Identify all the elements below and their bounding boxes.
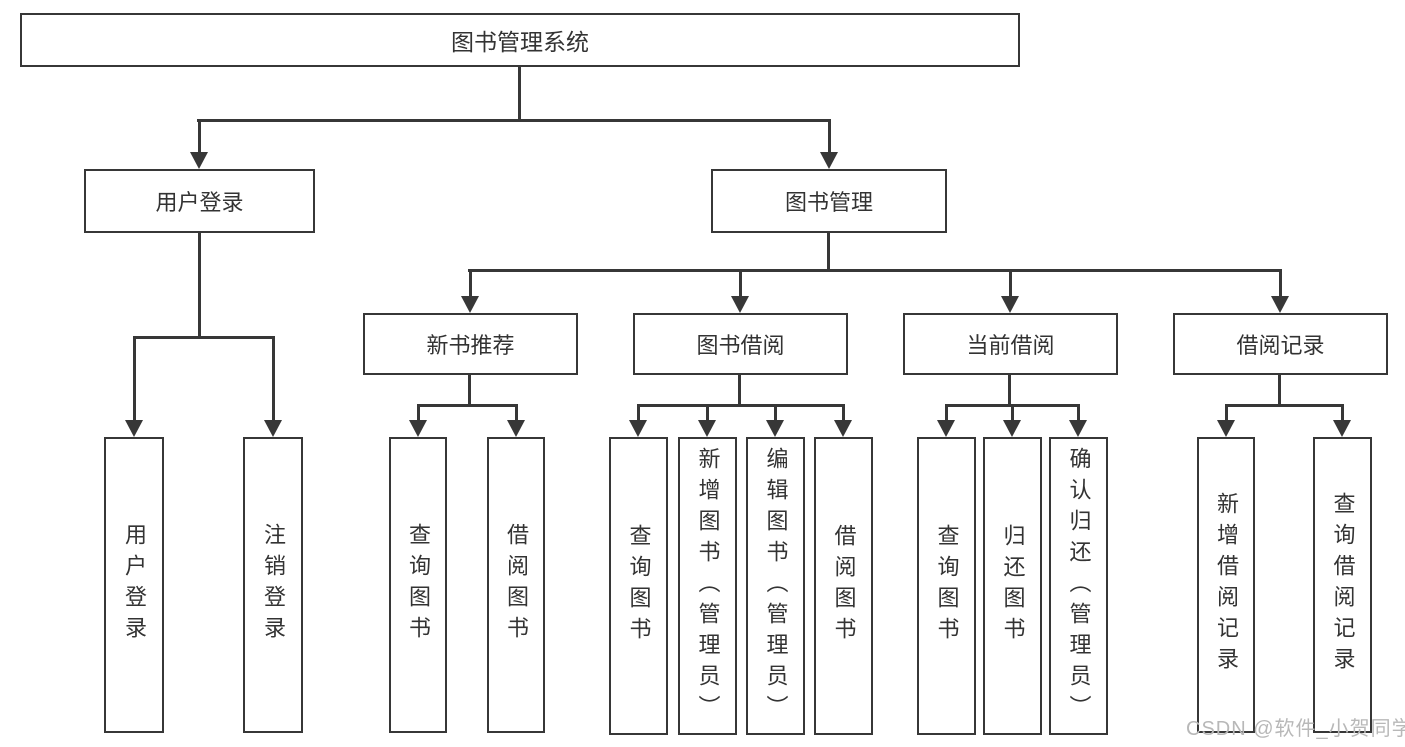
leaf-nbr-query-books: 查询图书 — [389, 437, 447, 733]
node-label: 图书管理系统 — [451, 29, 589, 55]
node-label: 当前借阅 — [966, 333, 1055, 358]
node-label: 查询图书 — [626, 524, 652, 648]
node-label: 用户登录 — [155, 190, 244, 215]
arrow-down-icon — [629, 406, 647, 437]
connector-user-login-rail — [133, 336, 275, 339]
node-current-borrow: 当前借阅 — [903, 313, 1118, 375]
connector-cb-stem — [1008, 375, 1011, 406]
node-book-management: 图书管理 — [711, 169, 947, 233]
node-label: 编辑图书（管理员） — [763, 446, 789, 726]
arrow-down-icon — [264, 338, 282, 437]
node-label: 图书借阅 — [696, 333, 785, 358]
arrow-down-icon — [1271, 271, 1289, 313]
leaf-br-add-record: 新增借阅记录 — [1197, 437, 1255, 733]
leaf-br-query-record: 查询借阅记录 — [1313, 437, 1372, 733]
arrow-down-icon — [1333, 406, 1351, 437]
arrow-down-icon — [1069, 406, 1087, 437]
connector-root-stem — [518, 67, 521, 120]
node-label: 用户登录 — [122, 523, 147, 647]
arrow-down-icon — [820, 121, 838, 169]
connector-level2-rail — [197, 119, 831, 122]
connector-bb-rail — [637, 404, 845, 407]
leaf-user-login: 用户登录 — [104, 437, 164, 733]
connector-br-rail — [1225, 404, 1344, 407]
node-label: 借阅图书 — [831, 524, 857, 648]
node-label: 借阅图书 — [504, 523, 529, 647]
csdn-watermark: CSDN @软件_小贺同学 — [1186, 718, 1405, 740]
connector-book-mgmt-stem — [827, 233, 830, 270]
arrow-down-icon — [507, 406, 525, 437]
node-new-book-recommend: 新书推荐 — [363, 313, 578, 375]
node-label: 查询图书 — [934, 524, 960, 648]
leaf-bb-add-books-admin: 新增图书（管理员） — [678, 437, 737, 735]
arrow-down-icon — [1003, 406, 1021, 437]
node-label: 注销登录 — [261, 523, 286, 647]
leaf-cb-return-books: 归还图书 — [983, 437, 1042, 735]
node-label: 新增图书（管理员） — [695, 446, 721, 726]
node-label: 新书推荐 — [426, 333, 515, 358]
leaf-bb-edit-books-admin: 编辑图书（管理员） — [746, 437, 805, 735]
node-borrow-records: 借阅记录 — [1173, 313, 1388, 375]
node-label: 借阅记录 — [1236, 333, 1325, 358]
node-label: 归还图书 — [1000, 524, 1026, 648]
arrow-down-icon — [937, 406, 955, 437]
node-book-borrow: 图书借阅 — [633, 313, 848, 375]
arrow-down-icon — [1217, 406, 1235, 437]
connector-br-stem — [1278, 375, 1281, 406]
leaf-bb-borrow-books: 借阅图书 — [814, 437, 873, 735]
connector-cb-rail — [945, 404, 1080, 407]
node-label: 确认归还（管理员） — [1066, 446, 1092, 726]
leaf-bb-query-books: 查询图书 — [609, 437, 668, 735]
arrow-down-icon — [1001, 271, 1019, 313]
connector-nbr-stem — [468, 375, 471, 406]
node-label: 图书管理 — [784, 190, 873, 215]
leaf-logout: 注销登录 — [243, 437, 303, 733]
node-user-login: 用户登录 — [84, 169, 315, 233]
arrow-down-icon — [125, 338, 143, 437]
node-label: 查询图书 — [406, 523, 431, 647]
connector-level3-rail — [468, 269, 1282, 272]
arrow-down-icon — [698, 406, 716, 437]
node-label: 新增借阅记录 — [1214, 492, 1239, 678]
connector-nbr-rail — [417, 404, 518, 407]
arrow-down-icon — [834, 406, 852, 437]
leaf-cb-confirm-return-admin: 确认归还（管理员） — [1049, 437, 1108, 735]
arrow-down-icon — [190, 121, 208, 169]
arrow-down-icon — [409, 406, 427, 437]
leaf-cb-query-books: 查询图书 — [917, 437, 976, 735]
arrow-down-icon — [731, 271, 749, 313]
node-label: 查询借阅记录 — [1330, 492, 1356, 678]
leaf-nbr-borrow-books: 借阅图书 — [487, 437, 545, 733]
arrow-down-icon — [766, 406, 784, 437]
connector-bb-stem — [738, 375, 741, 406]
connector-user-login-stem — [198, 233, 201, 337]
node-root: 图书管理系统 — [20, 13, 1020, 67]
arrow-down-icon — [461, 271, 479, 313]
